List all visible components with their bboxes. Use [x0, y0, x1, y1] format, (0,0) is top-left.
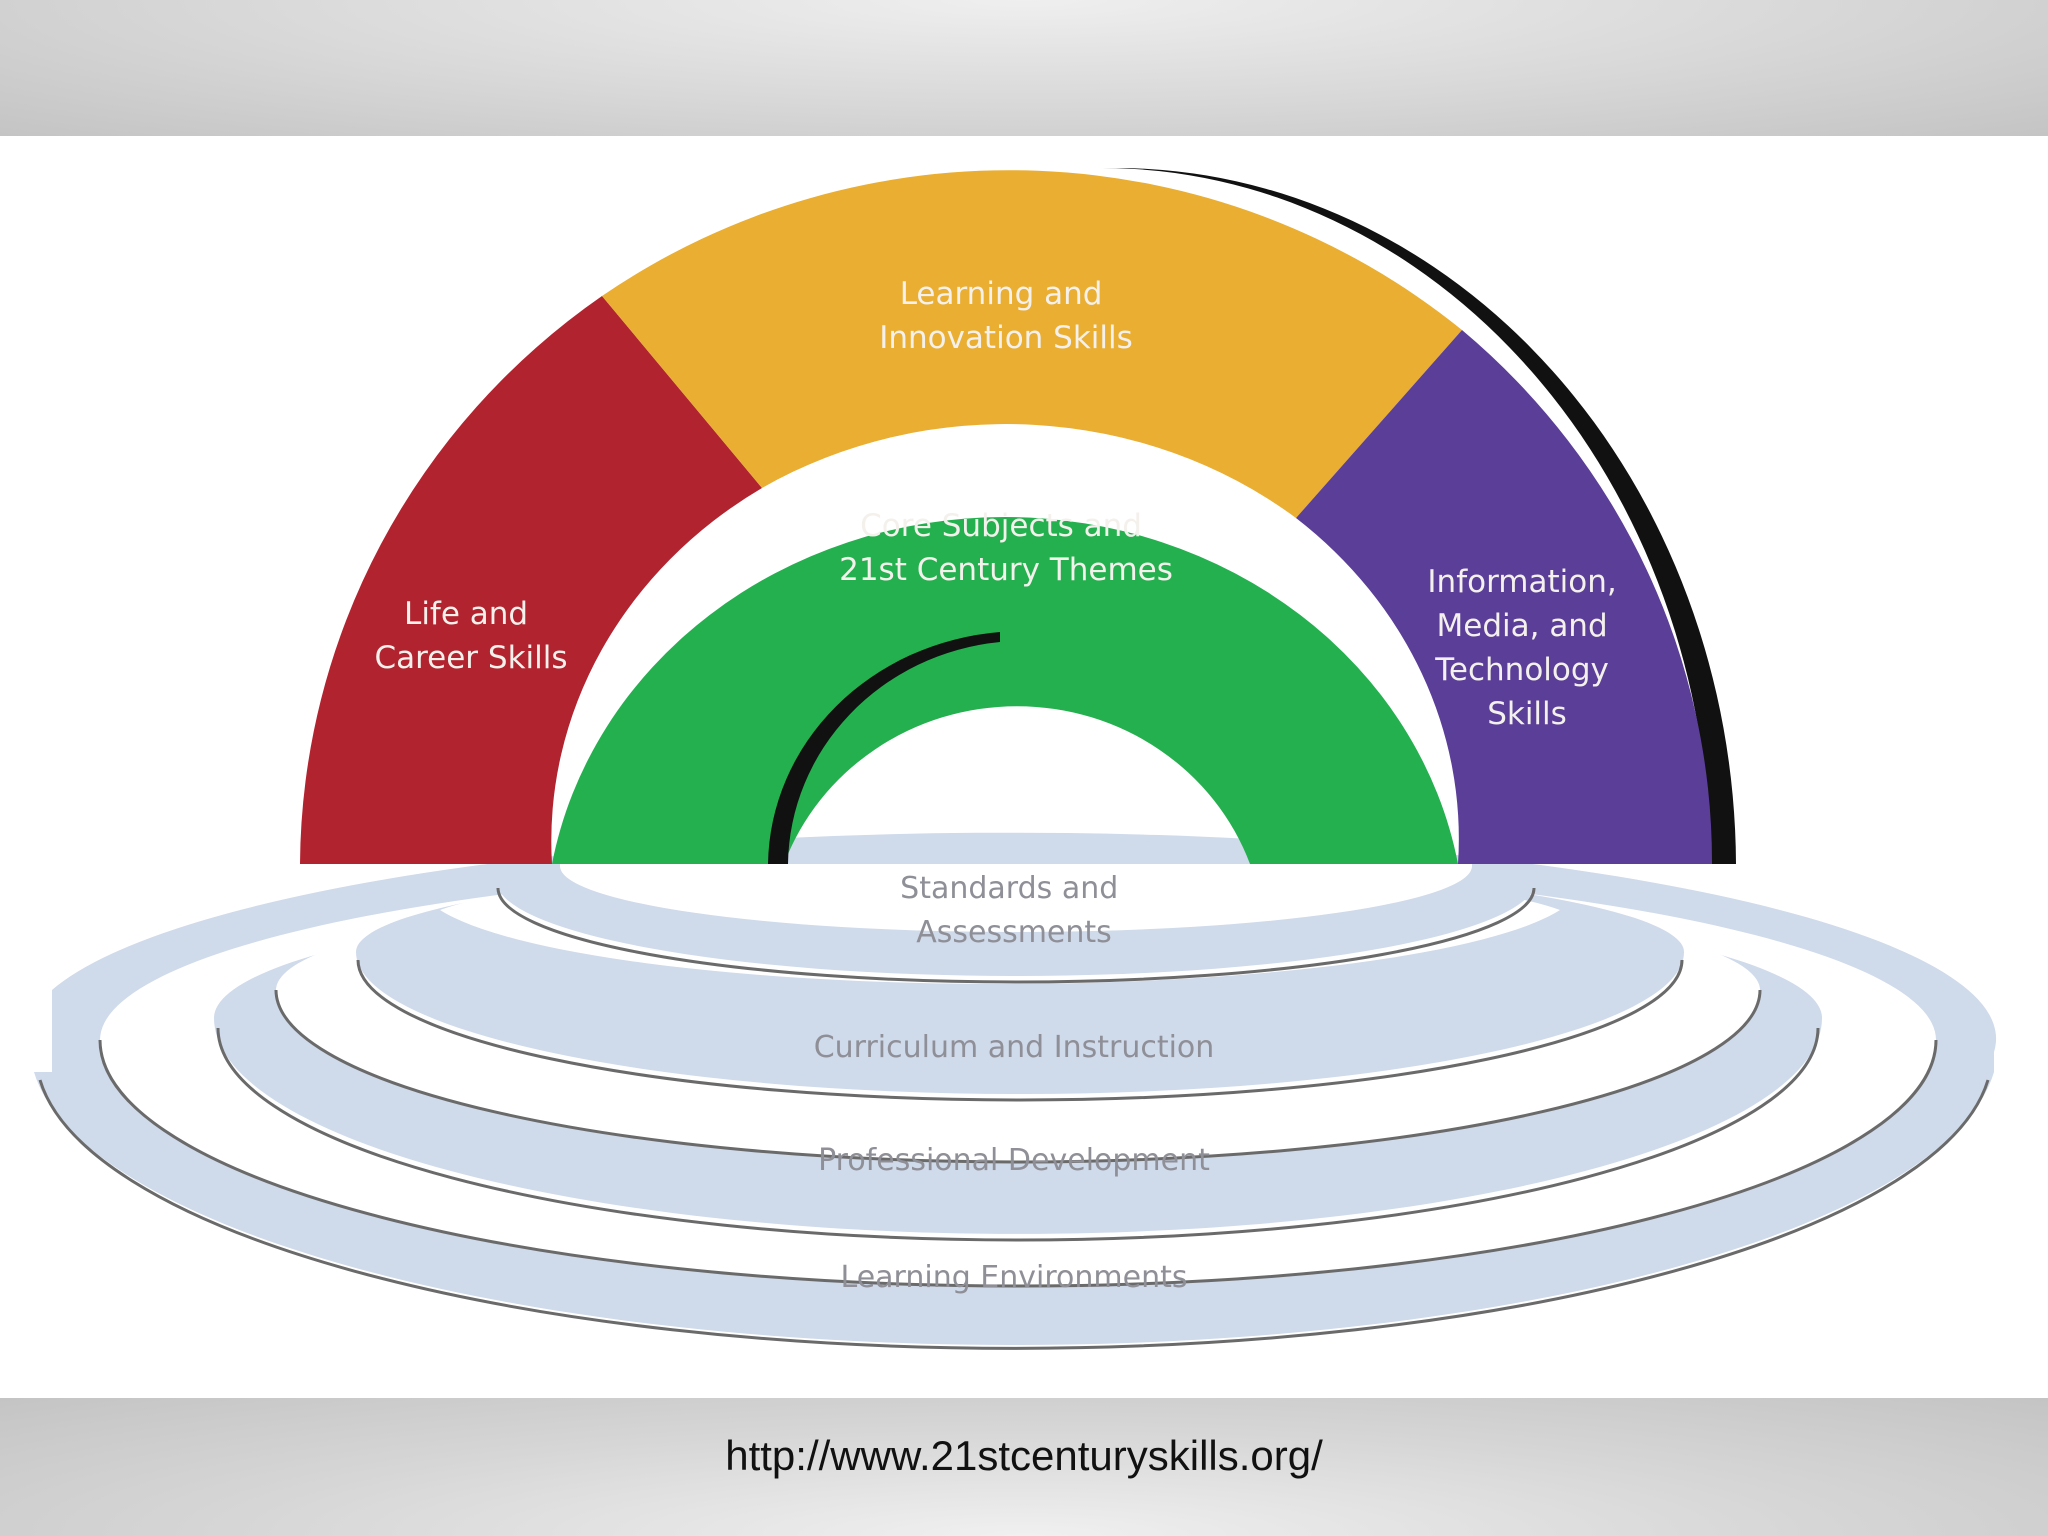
label-standards-line-1: Standards and [900, 871, 1118, 906]
label-learning-innovation-line-1: Learning and [900, 276, 1103, 312]
label-information-media-line-2: Media, and [1437, 608, 1608, 644]
ring-professional-development-inner-line [274, 989, 1762, 1164]
segment-core-subjects-shape [552, 516, 1458, 864]
skills-arch [300, 167, 1736, 864]
support-rings [34, 832, 1997, 1350]
label-learning-innovation-line-2: Innovation Skills [879, 320, 1133, 356]
bottom-band [0, 1398, 2048, 1536]
label-life-career-line-1: Life and [404, 596, 528, 632]
arch-labels: Life and Career Skills Learning and Inno… [374, 276, 1626, 732]
ring-learning-environments-line [38, 1079, 1990, 1350]
label-core-subjects: Core Subjects and 21st Century Themes [839, 508, 1173, 588]
label-core-subjects-line-1: Core Subjects and [860, 508, 1142, 544]
label-learning-innovation: Learning and Innovation Skills [879, 276, 1133, 356]
label-information-media: Information, Media, and Technology Skill… [1427, 564, 1626, 732]
ring-standards-line [496, 887, 1536, 984]
ring-curriculum-line [356, 959, 1684, 1102]
label-information-media-line-1: Information, [1427, 564, 1616, 600]
top-band [0, 0, 2048, 136]
label-information-media-line-3: Technology [1434, 652, 1609, 688]
framework-diagram: Life and Career Skills Learning and Inno… [34, 167, 1997, 1350]
ring-learning-environments-inner-line [98, 1039, 1938, 1288]
segment-life-career-shape [300, 296, 762, 864]
label-information-media-line-4: Skills [1487, 696, 1567, 732]
source-url: http://www.21stcenturyskills.org/ [725, 1432, 1323, 1479]
label-curriculum: Curriculum and Instruction [814, 1030, 1215, 1065]
label-life-career-line-2: Career Skills [374, 640, 567, 676]
label-standards: Standards and Assessments [900, 871, 1128, 950]
label-learning-environments: Learning Environments [841, 1260, 1188, 1295]
segment-learning-innovation-shape [602, 170, 1462, 518]
label-core-subjects-line-2: 21st Century Themes [839, 552, 1173, 588]
ring-professional-development-line [216, 1027, 1820, 1242]
ring-standards-inner [560, 864, 1472, 932]
label-professional-development: Professional Development [818, 1143, 1210, 1178]
label-life-career: Life and Career Skills [374, 596, 567, 676]
label-standards-line-2: Assessments [916, 915, 1112, 950]
segment-information-media-shape [1296, 330, 1713, 864]
inner-arch-shadow [768, 632, 1000, 864]
support-labels: Standards and Assessments Curriculum and… [814, 871, 1215, 1295]
